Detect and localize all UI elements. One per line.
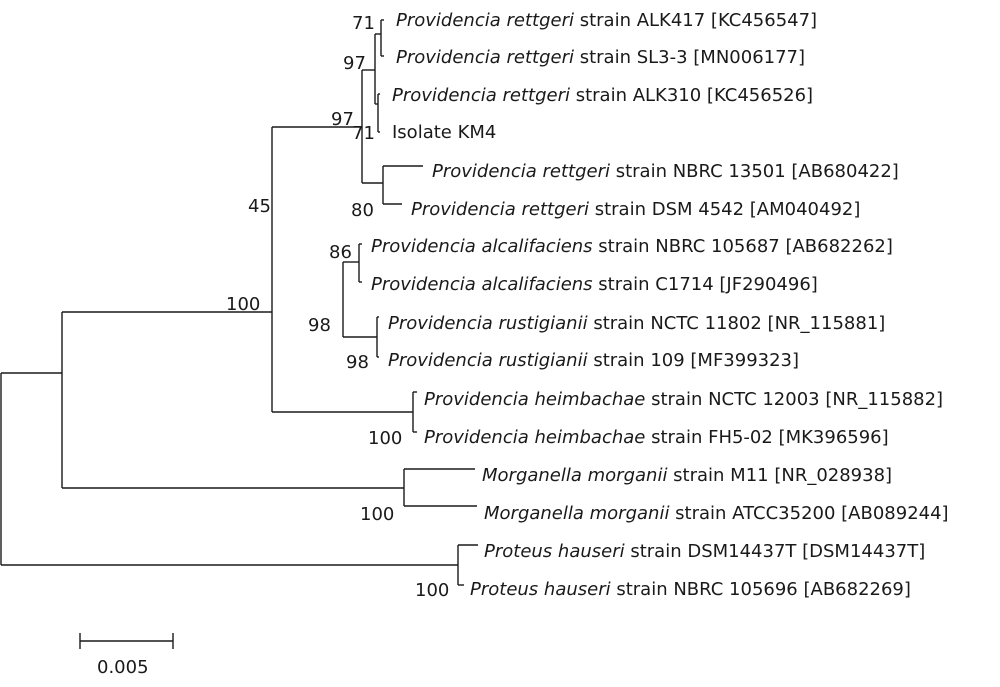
leaf-label: Providencia alcalifaciens strain C1714 [… [371,274,818,295]
leaf-label: Providencia rettgeri strain SL3-3 [MN006… [396,47,805,68]
leaf-label: Providencia rettgeri strain ALK417 [KC45… [396,10,817,31]
leaf-label: Providencia rettgeri strain ALK310 [KC45… [392,85,813,106]
bootstrap-value: 71 [352,123,375,144]
bootstrap-value: 100 [368,428,402,449]
leaf-label: Providencia heimbachae strain NCTC 12003… [424,389,943,410]
bootstrap-value: 98 [308,315,331,336]
bootstrap-value: 97 [343,53,366,74]
bootstrap-values: 71 97 97 71 80 45 86 98 98 100 100 100 1… [226,13,449,601]
scale-bar-label: 0.005 [97,657,149,678]
leaf-label: Providencia rettgeri strain DSM 4542 [AM… [411,199,860,220]
tree-branches [0,19,478,649]
bootstrap-value: 45 [248,196,271,217]
bootstrap-value: 97 [331,109,354,130]
leaf-label: Providencia rustigianii strain NCTC 1180… [388,313,885,334]
bootstrap-value: 98 [346,352,369,373]
leaf-label: Proteus hauseri strain DSM14437T [DSM144… [484,541,925,562]
leaf-label: Providencia heimbachae strain FH5-02 [MK… [424,427,889,448]
bootstrap-value: 100 [360,504,394,525]
leaf-labels: Providencia rettgeri strain ALK417 [KC45… [371,10,949,600]
bootstrap-value: 100 [415,580,449,601]
bootstrap-value: 71 [352,13,375,34]
leaf-label: Providencia rettgeri strain NBRC 13501 [… [432,161,899,182]
bootstrap-value: 80 [351,200,374,221]
bootstrap-value: 86 [329,242,352,263]
leaf-label: Morganella morganii strain ATCC35200 [AB… [484,503,949,524]
leaf-label: Providencia rustigianii strain 109 [MF39… [388,350,799,371]
leaf-label: Isolate KM4 [392,122,496,143]
bootstrap-value: 100 [226,294,260,315]
leaf-label: Providencia alcalifaciens strain NBRC 10… [371,236,893,257]
leaf-label: Morganella morganii strain M11 [NR_02893… [482,465,892,486]
leaf-label: Proteus hauseri strain NBRC 105696 [AB68… [470,579,911,600]
